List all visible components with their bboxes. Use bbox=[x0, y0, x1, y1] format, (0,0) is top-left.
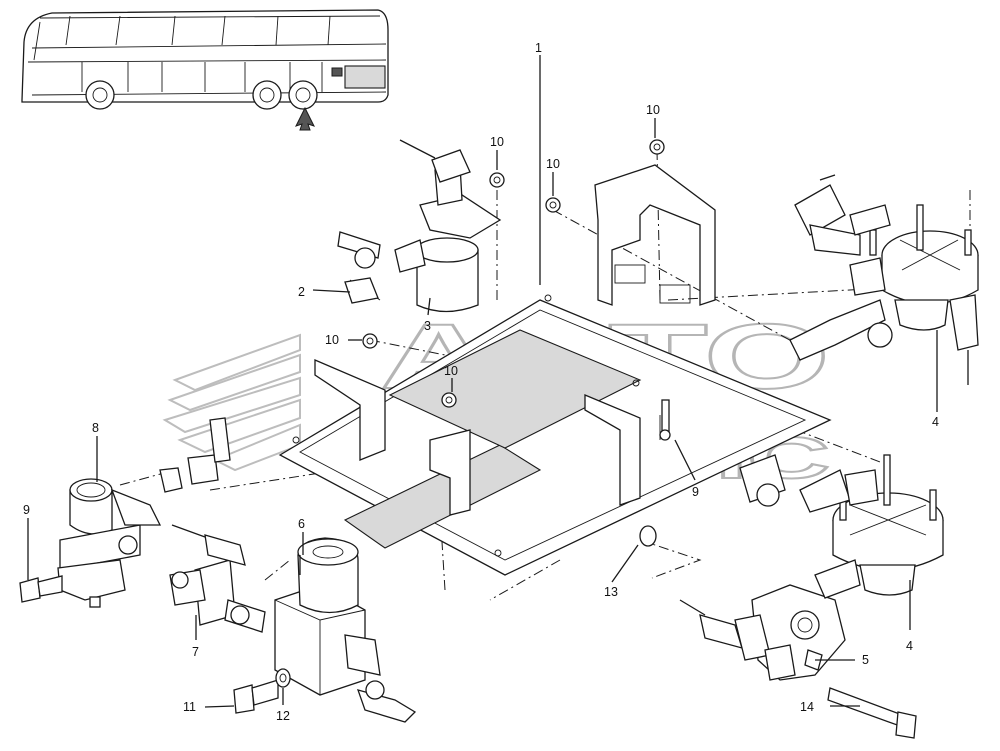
part-4-brake-chamber-upper bbox=[789, 174, 979, 385]
callout-6: 6 bbox=[298, 517, 305, 531]
callout-10-d: 10 bbox=[325, 333, 339, 347]
nut-10-b bbox=[545, 197, 561, 213]
part-3-valve-assembly bbox=[337, 139, 502, 313]
location-arrow-icon bbox=[295, 106, 315, 131]
callout-4-lower: 4 bbox=[906, 639, 913, 653]
part-8-valve bbox=[57, 417, 231, 608]
washer-13 bbox=[639, 525, 657, 547]
callout-11: 11 bbox=[183, 700, 196, 714]
part-7-check-valve bbox=[169, 524, 266, 633]
callout-5: 5 bbox=[862, 653, 869, 667]
bolt-14 bbox=[827, 687, 906, 727]
callout-1: 1 bbox=[535, 41, 542, 55]
washer-12 bbox=[275, 668, 291, 688]
callout-7: 7 bbox=[192, 645, 199, 659]
callout-13: 13 bbox=[604, 585, 618, 599]
bus-locator-illustration bbox=[21, 9, 389, 131]
callout-10-e: 10 bbox=[444, 364, 458, 378]
callout-12: 12 bbox=[276, 709, 290, 723]
bolt-11 bbox=[233, 684, 255, 714]
callout-10-b: 10 bbox=[546, 157, 560, 171]
callout-14: 14 bbox=[800, 700, 814, 714]
callout-9-left: 9 bbox=[23, 503, 30, 517]
nut-10-e bbox=[441, 392, 457, 408]
watermark-emblem bbox=[162, 333, 301, 472]
nut-10-c bbox=[649, 139, 665, 155]
callout-leader-lines bbox=[27, 55, 938, 708]
callout-3: 3 bbox=[424, 319, 431, 333]
bolt-9-left bbox=[19, 577, 41, 603]
callout-2: 2 bbox=[298, 285, 305, 299]
callout-labels: 1 2 3 4 4 5 6 7 8 9 9 10 10 10 10 10 11 … bbox=[23, 41, 939, 723]
callout-4-upper: 4 bbox=[932, 415, 939, 429]
part-5-relay-valve bbox=[679, 559, 861, 681]
part-6-solenoid-valve bbox=[274, 537, 417, 723]
callout-8: 8 bbox=[92, 421, 99, 435]
callout-9-center: 9 bbox=[692, 485, 699, 499]
part-1-mounting-plate bbox=[278, 164, 832, 576]
callout-10-c: 10 bbox=[646, 103, 660, 117]
nut-10-a bbox=[489, 172, 505, 188]
callout-10-a: 10 bbox=[490, 135, 504, 149]
fasteners bbox=[19, 139, 917, 739]
nut-10-d bbox=[362, 333, 378, 349]
part-4-brake-chamber-lower bbox=[739, 454, 944, 596]
